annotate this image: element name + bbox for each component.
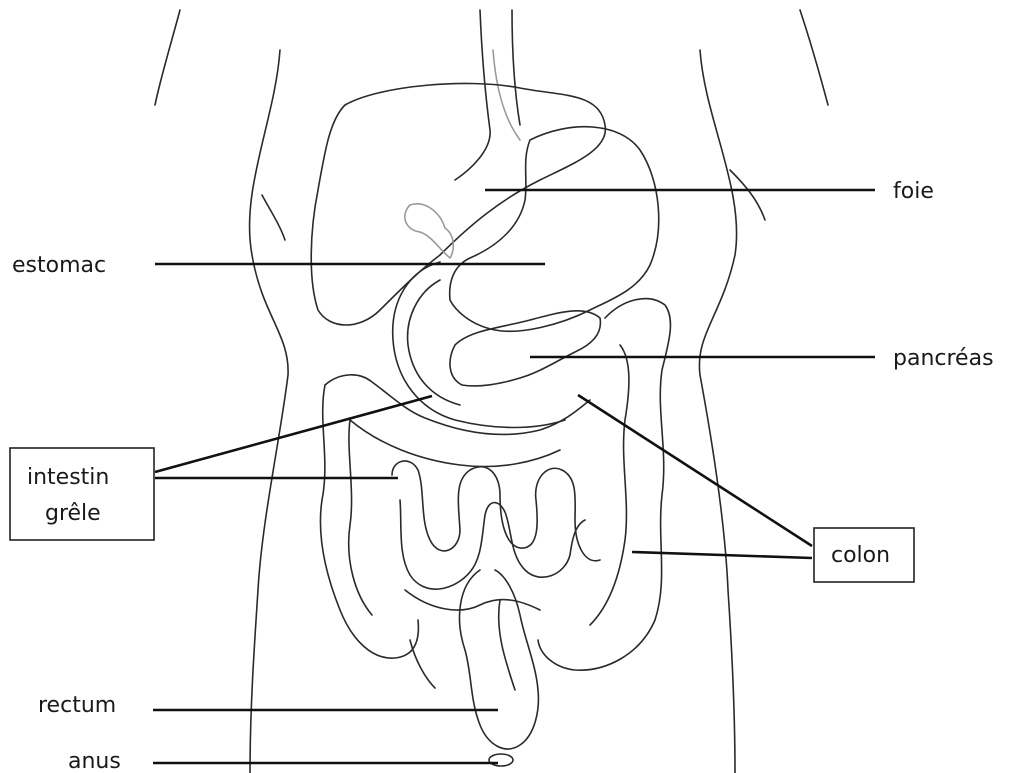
label-estomac: estomac (12, 253, 106, 278)
intestin-label-box (10, 448, 154, 540)
label-foie: foie (893, 179, 934, 204)
descending-colon-inner (590, 345, 629, 625)
ascending-colon (320, 385, 418, 658)
label-rectum: rectum (38, 693, 116, 718)
label-intestin-line2: grêle (45, 501, 101, 526)
duodenum-loop (393, 262, 565, 428)
right-arm-outline (800, 10, 828, 105)
left-torso-outline (250, 50, 289, 773)
leader-colon-upper (578, 395, 812, 546)
leader-lines (153, 190, 875, 763)
left-arm-outline (155, 10, 180, 105)
esophagus (455, 10, 520, 180)
descending-colon (538, 299, 670, 671)
label-colon: colon (831, 543, 890, 568)
small-intestine-loops-inner (400, 500, 585, 589)
stomach-organ (450, 127, 659, 332)
label-anus: anus (68, 749, 121, 773)
leader-colon-lower (632, 552, 812, 558)
label-pancreas: pancréas (893, 346, 994, 371)
right-torso-outline (699, 50, 736, 773)
duodenum-inner (408, 280, 460, 405)
body-outline (155, 10, 828, 773)
small-intestine-loops (392, 461, 600, 561)
leader-intestin-upper (155, 396, 432, 472)
small-intestine-lower (405, 590, 540, 610)
rectum-organ (460, 570, 539, 749)
label-intestin-line1: intestin (27, 465, 109, 490)
left-rib-line (262, 195, 285, 240)
liver-organ (311, 83, 605, 325)
ascending-colon-inner (349, 420, 372, 615)
rectum-inner (499, 600, 515, 690)
